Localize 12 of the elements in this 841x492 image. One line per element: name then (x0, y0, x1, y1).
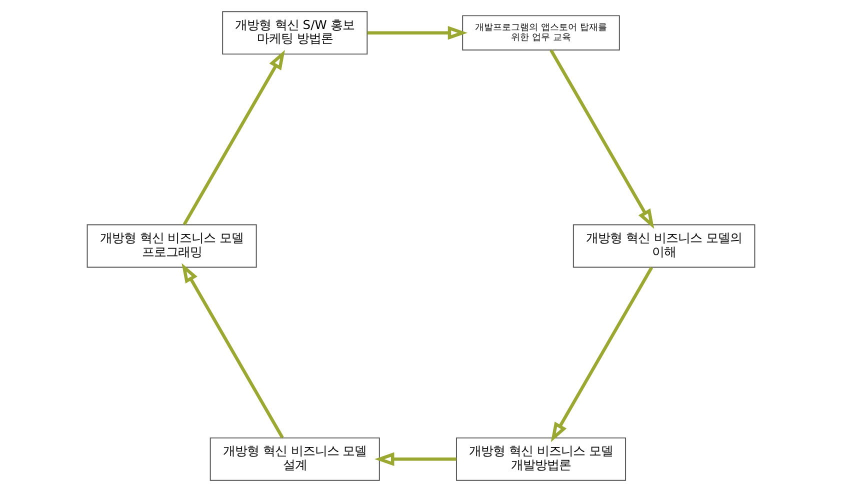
arrow (181, 263, 284, 438)
node-box: 개방형 혁신 비즈니스 모델 개발방법론 (455, 437, 626, 481)
node-box: 개방형 혁신 비즈니스 모델 설계 (209, 437, 380, 481)
arrow (374, 452, 456, 466)
node-box: 개방형 혁신 비즈니스 모델 프로그래밍 (86, 224, 256, 268)
arrow (549, 49, 654, 229)
arrow (550, 266, 653, 442)
node-box: 개방형 혁신 S/W 홍보 마케팅 방법론 (222, 11, 368, 55)
node-box: 개발프로그램의 앱스토어 탑재를 위한 업무 교육 (462, 15, 620, 50)
arrow (182, 50, 284, 226)
arrow (366, 26, 467, 40)
node-box: 개방형 혁신 비즈니스 모델의 이해 (572, 224, 755, 268)
